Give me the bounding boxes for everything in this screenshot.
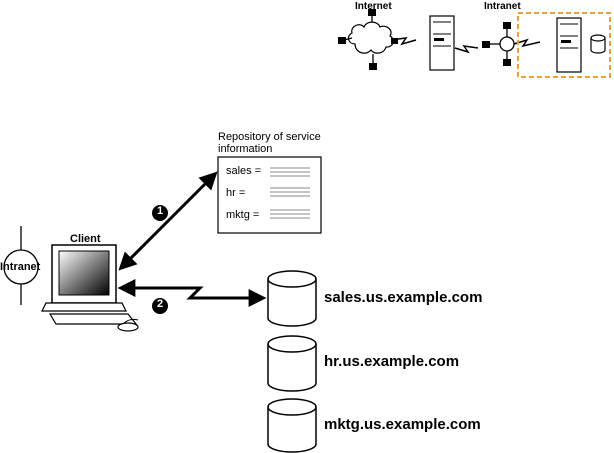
node-icon xyxy=(369,63,377,70)
client-computer-icon xyxy=(41,244,139,332)
node-icon xyxy=(503,22,511,29)
step-badge-1 xyxy=(152,205,168,221)
client-label: Client xyxy=(70,233,101,245)
database-server-icon xyxy=(556,17,582,73)
repository-entry-mktg: mktg = xyxy=(226,209,260,221)
intranet-network-mark xyxy=(3,226,39,305)
top-network-diagram xyxy=(338,9,611,78)
small-database-icon xyxy=(590,34,606,54)
step-badge-2 xyxy=(152,298,168,314)
intranet-link xyxy=(454,45,479,54)
repository-entry-sales: sales = xyxy=(226,165,262,177)
database-cylinder-icon xyxy=(267,335,317,392)
server-tower-icon xyxy=(429,15,455,71)
client-intranet-label: Intranet xyxy=(0,261,41,273)
node-icon xyxy=(391,38,398,44)
node-icon xyxy=(503,59,511,66)
internet-label: Internet xyxy=(355,1,392,12)
database-label-hr: hr.us.example.com xyxy=(324,353,460,370)
step-number-1: 1 xyxy=(156,205,164,217)
repository-document xyxy=(217,156,322,234)
highlight-box xyxy=(517,12,611,78)
lookup-arrow xyxy=(118,171,218,271)
node-icon xyxy=(338,37,346,44)
database-label-sales: sales.us.example.com xyxy=(324,289,483,306)
repository-entry-hr: hr = xyxy=(226,187,246,199)
step-number-2: 2 xyxy=(156,298,164,310)
internet-link xyxy=(390,37,417,46)
hub-icon xyxy=(490,27,515,60)
repository-title: Repository of service information xyxy=(218,131,321,155)
internet-cloud-icon xyxy=(347,21,394,54)
database-cylinder-icon xyxy=(267,270,317,327)
connect-arrow xyxy=(117,279,267,307)
intranet-top-label: Intranet xyxy=(484,1,521,12)
database-cylinder-icon xyxy=(267,398,317,453)
node-icon xyxy=(368,9,376,16)
database-label-mktg: mktg.us.example.com xyxy=(324,416,481,433)
intranet-link xyxy=(513,38,541,48)
node-icon xyxy=(482,41,490,48)
